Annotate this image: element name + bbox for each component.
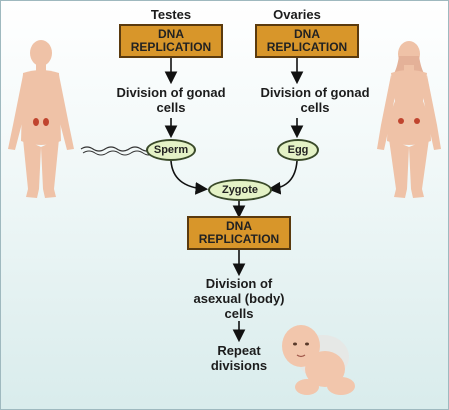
gonad-division-line1: Division of gonad xyxy=(116,85,226,100)
heading-ovaries: Ovaries xyxy=(273,7,321,22)
arrow-egg-to-zygote xyxy=(267,160,298,195)
replication-box-center: DNA REPLICATION xyxy=(187,216,291,250)
replication-box-left: DNA REPLICATION xyxy=(119,24,223,58)
replication-line1: DNA xyxy=(158,27,184,41)
replication-line1: DNA xyxy=(294,27,320,41)
gonad-division-right: Division of gonad cells xyxy=(237,85,393,115)
repeat-line1: Repeat xyxy=(217,343,261,358)
replication-line2: REPLICATION xyxy=(198,232,280,246)
asexual-division-label: Division of asexual (body) cells xyxy=(169,276,309,321)
zygote-cell: Zygote xyxy=(208,179,272,201)
gonad-division-line2: cells xyxy=(300,100,330,115)
asexual-division-line2: asexual (body) xyxy=(193,291,285,306)
gonad-division-line1: Division of gonad xyxy=(260,85,370,100)
sperm-cell: Sperm xyxy=(146,139,196,161)
replication-line2: REPLICATION xyxy=(130,40,212,54)
gonad-division-left: Division of gonad cells xyxy=(93,85,249,115)
egg-cell: Egg xyxy=(277,139,319,161)
male-figure xyxy=(8,40,74,198)
asexual-division-line3: cells xyxy=(224,306,254,321)
repeat-line2: divisions xyxy=(210,358,268,373)
heading-testes: Testes xyxy=(150,7,192,22)
sperm-tail xyxy=(80,146,152,152)
female-figure xyxy=(377,41,441,198)
replication-line1: DNA xyxy=(226,219,252,233)
repeat-divisions-label: Repeat divisions xyxy=(179,343,299,373)
replication-box-right: DNA REPLICATION xyxy=(255,24,359,58)
gonad-division-line2: cells xyxy=(156,100,186,115)
arrow-sperm-to-zygote xyxy=(170,160,209,195)
baby-figure xyxy=(282,325,355,395)
replication-line2: REPLICATION xyxy=(266,40,348,54)
asexual-division-line1: Division of xyxy=(205,276,273,291)
